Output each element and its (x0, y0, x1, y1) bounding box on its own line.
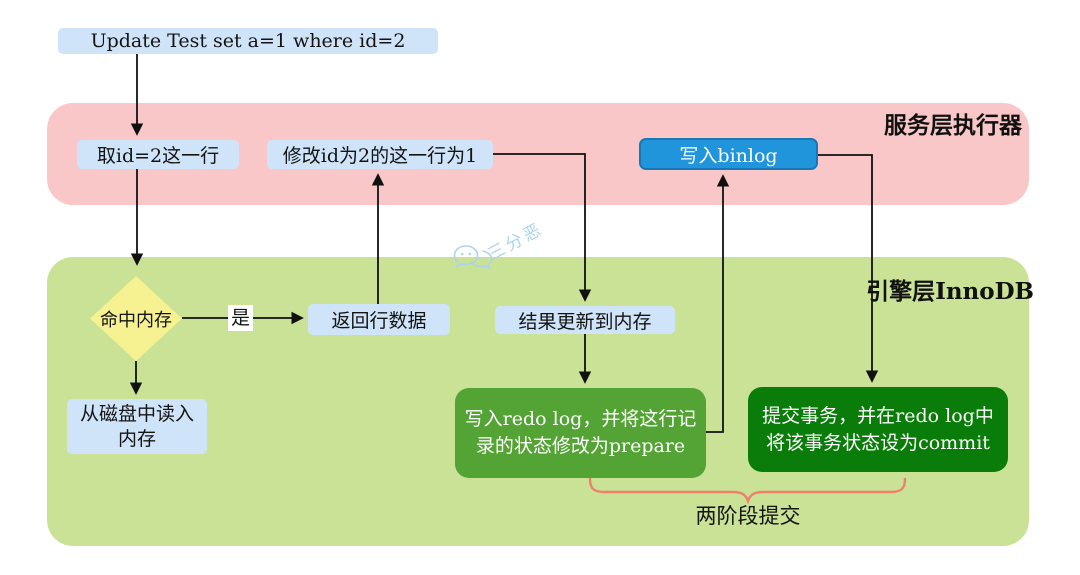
wechat-bubbles-icon (453, 245, 493, 270)
node-commit-transaction-line1: 提交事务，并在redo log中 (762, 404, 994, 427)
two-phase-commit-label: 两阶段提交 (695, 504, 801, 528)
decision-hit-memory-label: 命中内存 (100, 309, 172, 331)
node-write-redolog-prepare-line1: 写入redo log，并将这行记 (464, 408, 697, 431)
node-read-from-disk-line1: 从磁盘中读入 (79, 402, 194, 425)
node-write-redolog-prepare-line2: 录的状态修改为prepare (475, 435, 686, 457)
edge-label-yes: 是 (228, 305, 254, 331)
node-commit-transaction-line2: 将该事务状态设为commit (766, 431, 990, 454)
service-layer-label: 服务层执行器 (884, 112, 1022, 139)
node-update-memory: 结果更新到内存 (495, 306, 675, 334)
node-fetch-row: 取id=2这一行 (77, 140, 239, 169)
decision-hit-memory: 命中内存 (90, 276, 182, 361)
node-modify-row: 修改id为2的这一行为1 (267, 140, 493, 169)
node-commit-transaction: 提交事务，并在redo log中 将该事务状态设为commit (748, 387, 1008, 472)
node-sql-statement: Update Test set a=1 where id=2 (58, 28, 438, 54)
node-write-binlog: 写入binlog (639, 138, 818, 170)
node-return-row: 返回行数据 (308, 304, 450, 335)
node-write-redolog-prepare: 写入redo log，并将这行记 录的状态修改为prepare (455, 388, 706, 478)
watermark: 三分恶 (452, 218, 582, 274)
engine-layer-label: 引擎层InnoDB (866, 278, 1034, 305)
watermark-text: 三分恶 (484, 219, 547, 265)
node-read-from-disk: 从磁盘中读入 内存 (67, 399, 207, 454)
node-read-from-disk-line2: 内存 (117, 427, 156, 450)
